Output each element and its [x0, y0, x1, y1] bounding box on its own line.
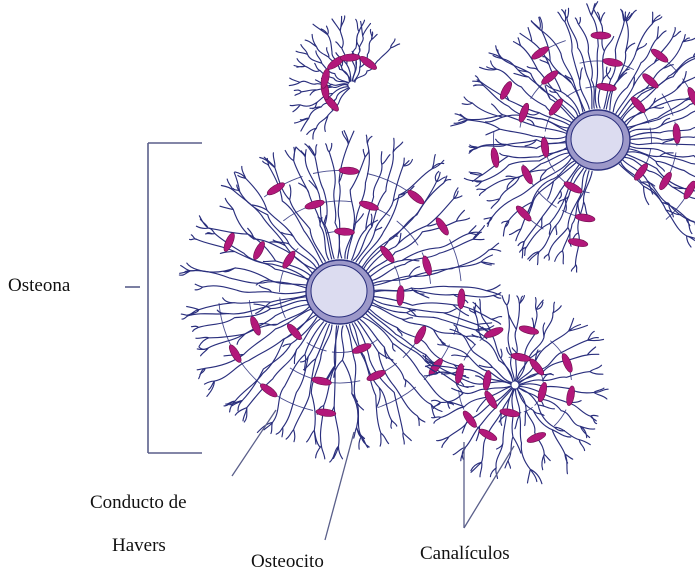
- osteocyte: [412, 324, 428, 345]
- osteocyte: [251, 240, 267, 261]
- canaliculus: [295, 88, 349, 132]
- canaliculus: [432, 386, 512, 409]
- osteocyte: [540, 137, 550, 158]
- canaliculus: [374, 285, 501, 295]
- canaliculus: [520, 28, 580, 114]
- canaliculus: [519, 386, 598, 423]
- canaliculus: [235, 319, 319, 422]
- osteona-label: Osteona: [8, 276, 70, 295]
- canaliculus: [350, 325, 389, 447]
- haversian-canal: [311, 265, 367, 317]
- osteocyte: [406, 188, 426, 206]
- osteona-bracket: [125, 143, 202, 453]
- canaliculus: [368, 210, 469, 273]
- canaliculus: [502, 295, 514, 381]
- canaliculus: [196, 216, 310, 276]
- canaliculus: [517, 389, 551, 470]
- canaliculus: [625, 157, 695, 208]
- canaliculus: [630, 118, 695, 137]
- canaliculus: [613, 27, 666, 112]
- osteocyte: [340, 53, 360, 61]
- canaliculus: [502, 161, 574, 236]
- osteocyte: [499, 407, 520, 418]
- canaliculus: [352, 21, 370, 81]
- canaliculus: [224, 315, 315, 412]
- osteocyte: [560, 352, 574, 373]
- osteocyte: [434, 216, 451, 237]
- haversian-canal: [571, 115, 623, 163]
- osteocyte: [563, 180, 584, 196]
- canaliculus: [531, 17, 584, 111]
- canaliculus: [316, 326, 337, 459]
- canaliculus: [470, 303, 513, 381]
- canaliculus: [181, 297, 306, 319]
- osteocyte: [477, 427, 498, 443]
- osteocyte: [657, 171, 674, 192]
- canaliculus: [619, 164, 695, 247]
- main-osteon: [179, 131, 501, 462]
- osteocyte: [526, 430, 547, 444]
- canaliculus: [473, 299, 513, 381]
- canaliculus: [373, 299, 491, 332]
- canaliculus: [355, 323, 412, 444]
- osteocyte: [575, 213, 596, 223]
- top-fragment: [289, 16, 399, 139]
- upper-right-osteon: [451, 2, 695, 272]
- lower-right-fragment: [423, 295, 608, 484]
- canaliculus: [619, 35, 695, 116]
- osteocyte: [482, 370, 492, 391]
- osteocyte: [266, 180, 287, 197]
- osteocyte: [519, 164, 534, 185]
- conducto-label-line2: Havers: [112, 536, 166, 555]
- osteocyte: [682, 179, 695, 200]
- osteon-clusters: [179, 2, 695, 484]
- canaliculus: [332, 16, 351, 81]
- osteocyte: [457, 289, 465, 309]
- canaliculus: [326, 326, 343, 462]
- osteocyte: [510, 352, 531, 363]
- osteocyte: [591, 32, 611, 40]
- leader-conducto: [232, 410, 276, 476]
- canaliculus: [352, 19, 365, 81]
- osteocyte: [547, 97, 565, 117]
- leader-canaliculos-2: [464, 446, 514, 528]
- canaliculus: [621, 162, 694, 233]
- osteocyte: [227, 343, 243, 364]
- osteocyte: [285, 322, 304, 342]
- osteocyte: [490, 147, 500, 168]
- canaliculus: [469, 147, 567, 181]
- osteocyte: [358, 199, 379, 212]
- canaliculus: [374, 297, 502, 325]
- conducto-label-line1: Conducto de: [90, 493, 187, 512]
- leader-osteocito: [325, 432, 354, 540]
- osteocyte: [334, 227, 354, 236]
- canaliculus: [469, 139, 566, 151]
- canaliculos-label: Canalículos: [420, 544, 510, 563]
- osteocyte: [602, 57, 623, 68]
- osteocyte: [649, 47, 669, 65]
- osteocyte: [518, 324, 539, 336]
- osteocito-label: Osteocito: [251, 552, 324, 571]
- leader-lines: [232, 410, 514, 540]
- osteocyte: [672, 123, 681, 144]
- canaliculus: [374, 290, 501, 303]
- osteocyte: [540, 68, 560, 86]
- canaliculus: [195, 284, 306, 293]
